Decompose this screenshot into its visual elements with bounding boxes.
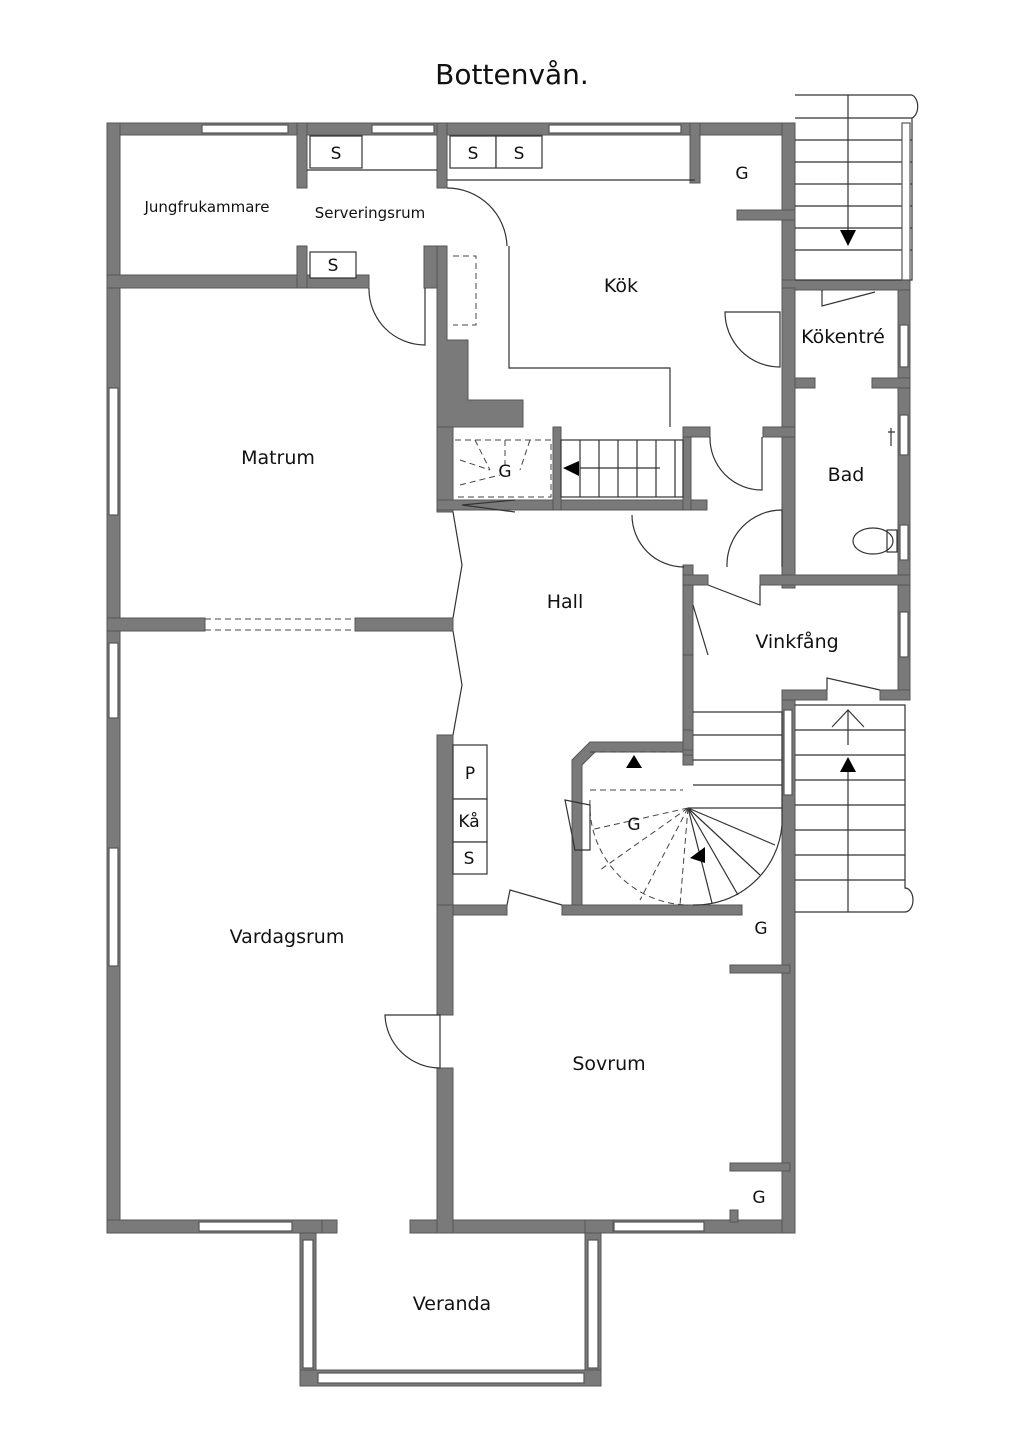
veranda — [299, 1219, 614, 1387]
stair-left-arrow-icon — [563, 461, 579, 476]
shower-icon — [888, 428, 895, 446]
kitchen-counters — [307, 169, 695, 427]
room-label-kok: Kök — [604, 275, 638, 297]
room-label-matrum: Matrum — [241, 447, 315, 469]
stair-down-arrow-icon — [840, 230, 856, 246]
toilet-icon — [852, 527, 894, 555]
mark-s-kok-1: S — [468, 144, 479, 164]
windows — [108, 124, 909, 1232]
mark-g-sovrum-bottom: G — [752, 1188, 765, 1208]
room-label-serveringsrum: Serveringsrum — [315, 204, 426, 222]
mark-g-small-stair: G — [498, 462, 511, 482]
interior-walls — [106, 122, 911, 1234]
room-label-veranda: Veranda — [413, 1293, 491, 1315]
room-label-bad: Bad — [828, 464, 865, 486]
mark-ka: Kå — [458, 811, 479, 832]
bathroom-fixtures — [852, 428, 898, 555]
stair-arrows — [563, 230, 856, 863]
room-label-sovrum: Sovrum — [572, 1053, 645, 1075]
mark-p: P — [465, 764, 475, 784]
room-label-jungfrukammare: Jungfrukammare — [143, 198, 269, 216]
mark-g-kok: G — [735, 164, 748, 184]
mark-g-round-stair: G — [627, 815, 640, 835]
stairs — [455, 94, 919, 913]
storage-boxes — [309, 135, 543, 875]
plan-title: Bottenvån. — [435, 58, 589, 91]
round-stair-arrow-icon — [690, 847, 705, 863]
doors — [368, 187, 881, 1069]
mark-s-kok-2: S — [514, 144, 525, 164]
outdoor-stair-up-arrow-icon — [840, 757, 856, 772]
fixture-marks: S S S S G G G G G P Kå S — [328, 144, 768, 1208]
mark-s-servering: S — [331, 144, 342, 164]
stair-up-arrow-icon — [626, 755, 642, 768]
room-label-vardagsrum: Vardagsrum — [230, 926, 345, 948]
mark-s-servering-lower: S — [328, 256, 339, 276]
room-label-hall: Hall — [547, 591, 584, 613]
room-label-vinkfang: Vinkfång — [755, 630, 838, 653]
room-labels: Jungfrukammare Serveringsrum Kök Kökentr… — [143, 198, 884, 1315]
mark-g-sovrum-top: G — [754, 919, 767, 939]
opening-lines — [205, 618, 355, 631]
room-label-kokentre: Kökentré — [801, 326, 885, 348]
mark-s-hall: S — [464, 849, 475, 869]
